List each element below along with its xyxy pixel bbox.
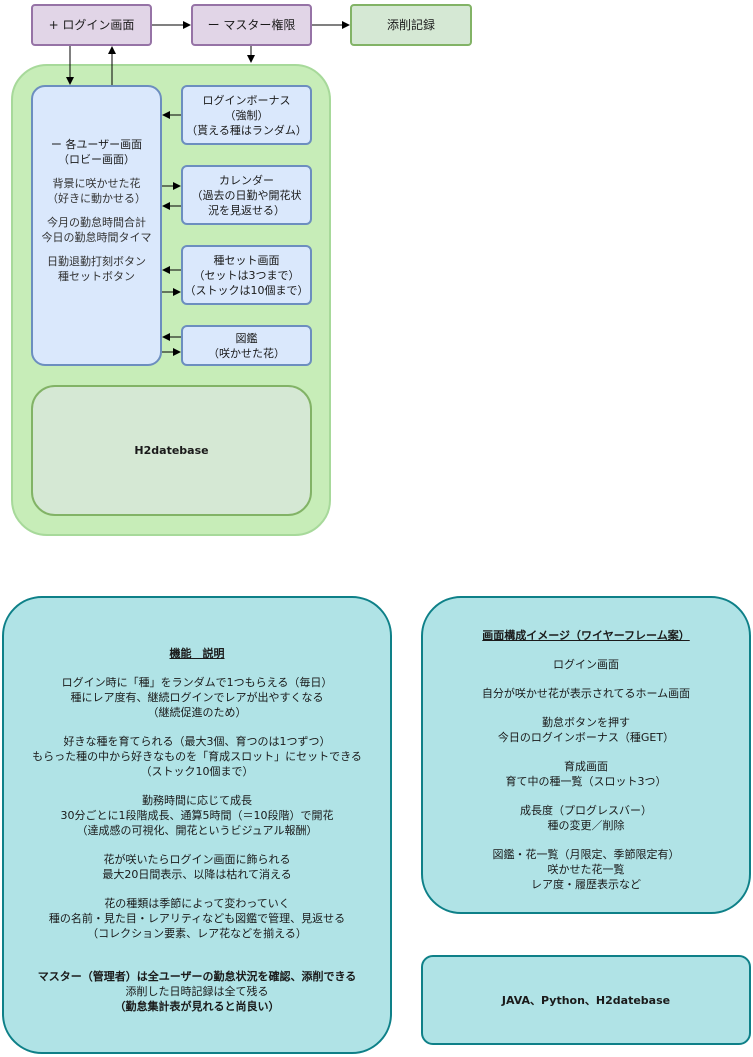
wireframe-line: 育成画面: [564, 760, 608, 773]
login-bonus-line: （貰える種はランダム）: [186, 123, 307, 137]
master-rights-label: ー マスター権限: [207, 17, 296, 32]
feature-line: （継続促進のため）: [147, 706, 247, 719]
lobby-line: 背景に咲かせた花: [52, 177, 141, 190]
feature-line: 種にレア度有、継続ログインでレアが出やすくなる: [70, 691, 324, 704]
feature-line: 勤務時間に応じて成長: [142, 794, 252, 807]
seed-set-line: （セットは3つまで）: [193, 268, 300, 282]
wireframe-line: 成長度（プログレスバー）: [520, 804, 652, 817]
feature-line: 種の名前・見た目・レアリティなども図鑑で管理、見返せる: [48, 912, 346, 925]
calendar-node: カレンダー （過去の日勤や開花状 況を見返せる）: [181, 165, 312, 225]
feature-line: もらった種の中から好きなものを「育成スロット」にセットできる: [32, 750, 362, 763]
feature-line: 好きな種を育てられる（最大3個、育つのは1つずつ）: [63, 735, 331, 748]
calendar-line: （過去の日勤や開花状: [191, 188, 302, 202]
feature-line: （ストック10個まで）: [140, 765, 254, 778]
lobby-line: 今日の勤怠時間タイマ: [41, 231, 152, 244]
login-bonus-node: ログインボーナス （強制） （貰える種はランダム）: [181, 85, 312, 145]
encyclopedia-line: 図鑑: [235, 331, 258, 345]
master-line: （勤怠集計表が見れると尚良い）: [114, 1000, 280, 1013]
login-screen-label: + ログイン画面: [48, 17, 135, 32]
tech-stack-panel: JAVA、Python、H2datebase: [421, 955, 751, 1045]
wireframe-panel: 画面構成イメージ（ワイヤーフレーム案） ログイン画面 自分が咲かせ花が表示されて…: [421, 596, 751, 914]
wireframe-line: 図鑑・花一覧（月限定、季節限定有）: [492, 848, 680, 861]
wireframe-line: 勤怠ボタンを押す: [542, 716, 630, 729]
edit-records-node: 添削記録: [350, 4, 472, 46]
features-panel: 機能 説明 ログイン時に「種」をランダムで1つもらえる（毎日） 種にレア度有、継…: [2, 596, 392, 1054]
login-screen-node: + ログイン画面: [31, 4, 152, 46]
wireframe-line: 咲かせた花一覧: [547, 863, 625, 876]
feature-line: 花が咲いたらログイン画面に飾られる: [103, 853, 291, 866]
calendar-line: カレンダー: [219, 173, 274, 187]
calendar-line: 況を見返せる）: [208, 203, 285, 217]
edit-records-label: 添削記録: [386, 17, 435, 32]
wireframe-title: 画面構成イメージ（ワイヤーフレーム案）: [482, 629, 690, 642]
feature-line: 最大20日間表示、以降は枯れて消える: [102, 868, 292, 881]
encyclopedia-node: 図鑑 （咲かせた花）: [181, 325, 312, 366]
lobby-line: 今月の勤怠時間合計: [47, 216, 146, 229]
lobby-line: ー 各ユーザー画面: [50, 138, 143, 151]
lobby-line: （ロビー画面）: [58, 153, 135, 166]
feature-line: 30分ごとに1段階成長、通算5時間（＝10段階）で開花: [60, 809, 334, 822]
seed-set-node: 種セット画面 （セットは3つまで） （ストックは10個まで）: [181, 245, 312, 305]
master-line: マスター（管理者）は全ユーザーの勤怠状況を確認、添削できる: [37, 970, 357, 983]
database-node: H2datebase: [31, 385, 312, 516]
wireframe-line: 今日のログインボーナス（種GET）: [497, 731, 675, 744]
encyclopedia-line: （咲かせた花）: [208, 346, 285, 360]
feature-line: （コレクション要素、レア花などを揃える）: [87, 927, 307, 940]
wireframe-line: 育て中の種一覧（スロット3つ）: [505, 775, 667, 788]
wireframe-line: 自分が咲かせ花が表示されてるホーム画面: [481, 687, 691, 700]
master-line: 添削した日時記録は全て残る: [125, 985, 269, 998]
master-rights-node: ー マスター権限: [191, 4, 312, 46]
lobby-line: 種セットボタン: [58, 270, 135, 283]
login-bonus-line: （強制）: [224, 108, 269, 122]
lobby-screen-node: ー 各ユーザー画面 （ロビー画面） 背景に咲かせた花 （好きに動かせる） 今月の…: [31, 85, 162, 366]
wireframe-line: レア度・履歴表示など: [531, 878, 641, 891]
lobby-line: 日勤退勤打刻ボタン: [47, 255, 146, 268]
feature-line: ログイン時に「種」をランダムで1つもらえる（毎日）: [61, 676, 333, 689]
features-title: 機能 説明: [169, 647, 225, 660]
wireframe-line: 種の変更／削除: [547, 819, 625, 832]
feature-line: （達成感の可視化、開花というビジュアル報酬）: [76, 824, 318, 837]
tech-stack-label: JAVA、Python、H2datebase: [501, 993, 671, 1007]
database-label: H2datebase: [134, 444, 209, 457]
seed-set-line: （ストックは10個まで）: [184, 283, 309, 297]
login-bonus-line: ログインボーナス: [202, 93, 291, 107]
seed-set-line: 種セット画面: [213, 253, 280, 267]
wireframe-line: ログイン画面: [553, 658, 619, 671]
feature-line: 花の種類は季節によって変わっていく: [104, 897, 290, 910]
lobby-line: （好きに動かせる）: [47, 192, 146, 205]
